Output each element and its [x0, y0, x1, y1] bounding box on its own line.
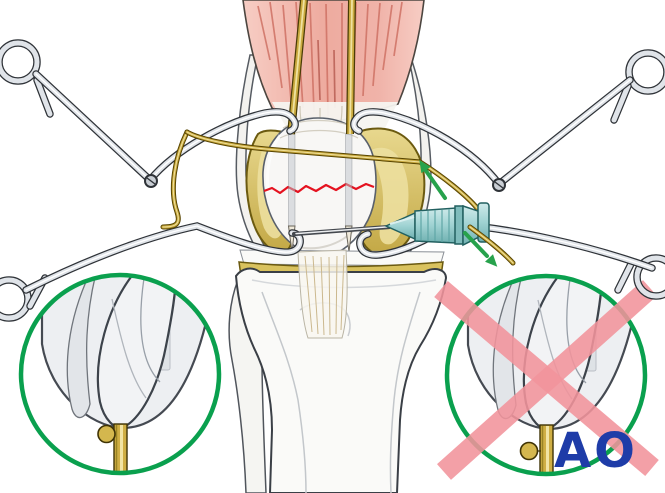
tibia: [234, 267, 448, 493]
closeup-kwire: [538, 423, 555, 474]
patellar-tendon: [297, 249, 348, 339]
arrow-down-icon: [485, 254, 498, 267]
cerclage-wire-ball-incorrect: [519, 441, 539, 461]
green-circle-correct: [18, 272, 222, 476]
knee-anatomy: [228, 0, 448, 493]
green-circle-incorrect: [444, 273, 648, 477]
wire-direction-arrows: [419, 160, 498, 267]
ao-logo: AO: [554, 423, 638, 479]
k-wire-tip-right: [344, 225, 353, 253]
red-cross-icon: [434, 280, 659, 480]
arrow-up-icon: [419, 160, 431, 174]
reduction-forceps-right: [354, 53, 665, 296]
cannula-shaft: [291, 224, 392, 237]
finger-ring-icon: [629, 53, 665, 91]
inset-correct-technique: [18, 272, 222, 476]
cerclage-wire-ball-correct: [97, 424, 116, 444]
reduction-forceps-left: [0, 43, 300, 318]
closeup-kwire: [112, 422, 129, 473]
finger-ring-icon: [0, 43, 37, 81]
finger-ring-icon: [0, 280, 28, 318]
fracture-line: [263, 182, 375, 195]
ratchet-icon: [618, 262, 632, 290]
